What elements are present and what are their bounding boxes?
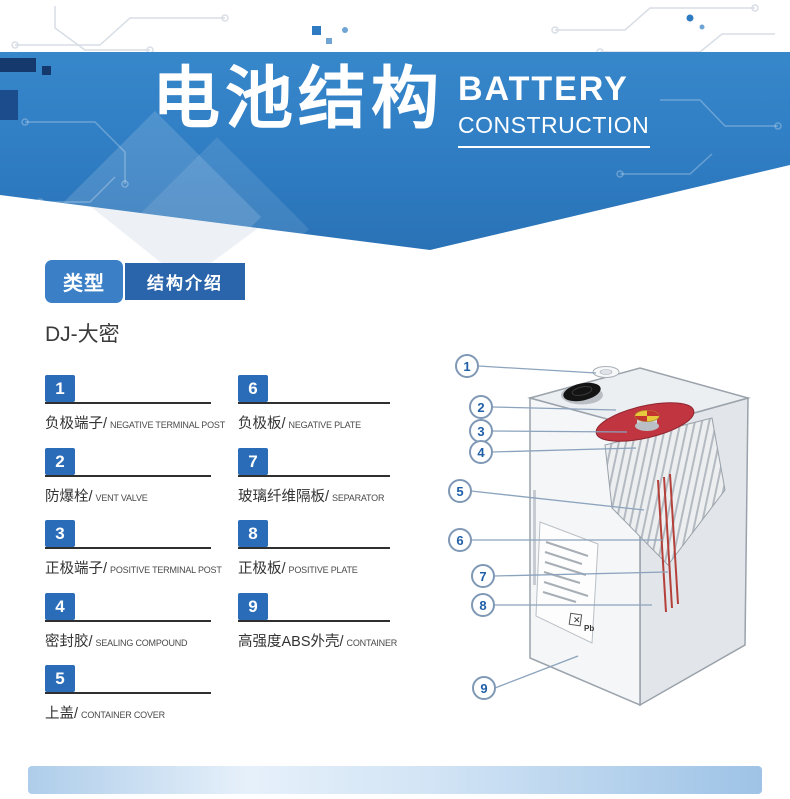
page-title-cn: 电池结构 bbox=[152, 61, 445, 137]
vent-valve bbox=[634, 410, 660, 431]
legend-label: 正极端子/POSITIVE TERMINAL POST bbox=[45, 561, 222, 577]
legend-item-6: 6 负极板/NEGATIVE PLATE bbox=[238, 375, 433, 433]
legend-number-badge: 1 bbox=[45, 375, 75, 402]
terminal-black bbox=[561, 382, 603, 405]
callout-6: 6 bbox=[448, 528, 472, 552]
legend-number-badge: 3 bbox=[45, 520, 75, 547]
legend-divider bbox=[45, 547, 211, 549]
legend-divider bbox=[45, 402, 211, 404]
legend-divider bbox=[238, 475, 390, 477]
legend-divider bbox=[45, 620, 211, 622]
battery-illustration: ✕ Pb bbox=[470, 365, 751, 707]
legend-item-4: 4 密封胶/SEALING COMPOUND bbox=[45, 593, 240, 651]
callout-7: 7 bbox=[471, 564, 495, 588]
legend-number-badge: 2 bbox=[45, 448, 75, 475]
page-title-en-line2: CONSTRUCTION bbox=[458, 112, 650, 138]
legend-item-5: 5 上盖/CONTAINER COVER bbox=[45, 665, 240, 723]
legend-label: 密封胶/SEALING COMPOUND bbox=[45, 634, 188, 650]
legend-label: 负极板/NEGATIVE PLATE bbox=[238, 416, 361, 432]
callout-3: 3 bbox=[469, 419, 493, 443]
legend-item-2: 2 防爆栓/VENT VALVE bbox=[45, 448, 240, 506]
battery-diagram: ✕ Pb 1 2 3 4 5 6 7 8 9 bbox=[430, 350, 790, 725]
legend-item-3: 3 正极端子/POSITIVE TERMINAL POST bbox=[45, 520, 240, 578]
section-header: 类型 结构介绍 bbox=[45, 260, 245, 303]
page-title-en-line1: BATTERY bbox=[458, 70, 629, 108]
legend-number-badge: 5 bbox=[45, 665, 75, 692]
terminal-cap bbox=[592, 366, 620, 378]
corner-accent bbox=[42, 66, 51, 75]
callout-leader-lines bbox=[470, 365, 669, 689]
corner-accent bbox=[0, 58, 36, 72]
legend-number-badge: 6 bbox=[238, 375, 268, 402]
battery-label: ✕ Pb bbox=[533, 490, 599, 644]
callout-9: 9 bbox=[472, 676, 496, 700]
legend-label: 防爆栓/VENT VALVE bbox=[45, 489, 148, 505]
legend-number-badge: 7 bbox=[238, 448, 268, 475]
callout-8: 8 bbox=[471, 593, 495, 617]
legend-label: 负极端子/NEGATIVE TERMINAL POST bbox=[45, 416, 225, 432]
legend-label: 上盖/CONTAINER COVER bbox=[45, 706, 165, 722]
legend-number-badge: 8 bbox=[238, 520, 268, 547]
legend-item-1: 1 负极端子/NEGATIVE TERMINAL POST bbox=[45, 375, 240, 433]
label-mark-x: ✕ bbox=[573, 615, 581, 625]
title-underline bbox=[458, 146, 650, 148]
legend-divider bbox=[45, 692, 211, 694]
legend-number-badge: 9 bbox=[238, 593, 268, 620]
legend-item-9: 9 高强度ABS外壳/CONTAINER bbox=[238, 593, 433, 651]
legend-item-8: 8 正极板/POSITIVE PLATE bbox=[238, 520, 433, 578]
page-title-en: BATTERY CONSTRUCTION bbox=[458, 70, 650, 148]
positive-plate-lines bbox=[657, 473, 679, 613]
legend-item-7: 7 玻璃纤维隔板/SEPARATOR bbox=[238, 448, 433, 506]
legend-divider bbox=[238, 402, 390, 404]
legend-divider bbox=[45, 475, 211, 477]
intro-badge: 结构介绍 bbox=[125, 263, 245, 300]
circuit-pattern-top bbox=[11, 4, 775, 56]
legend-number-badge: 4 bbox=[45, 593, 75, 620]
legend-label: 高强度ABS外壳/CONTAINER bbox=[238, 634, 398, 650]
corner-accent bbox=[0, 90, 18, 120]
legend-divider bbox=[238, 547, 390, 549]
callout-4: 4 bbox=[469, 440, 493, 464]
callout-2: 2 bbox=[469, 395, 493, 419]
callout-1: 1 bbox=[455, 354, 479, 378]
type-badge: 类型 bbox=[45, 260, 123, 303]
legend-label: 玻璃纤维隔板/SEPARATOR bbox=[238, 489, 385, 505]
model-title: DJ-大密 bbox=[45, 323, 120, 346]
label-mark-pb: Pb bbox=[584, 624, 594, 633]
legend-divider bbox=[238, 620, 390, 622]
callout-5: 5 bbox=[448, 479, 472, 503]
bottom-gradient-bar bbox=[28, 766, 762, 794]
legend-label: 正极板/POSITIVE PLATE bbox=[238, 561, 358, 577]
